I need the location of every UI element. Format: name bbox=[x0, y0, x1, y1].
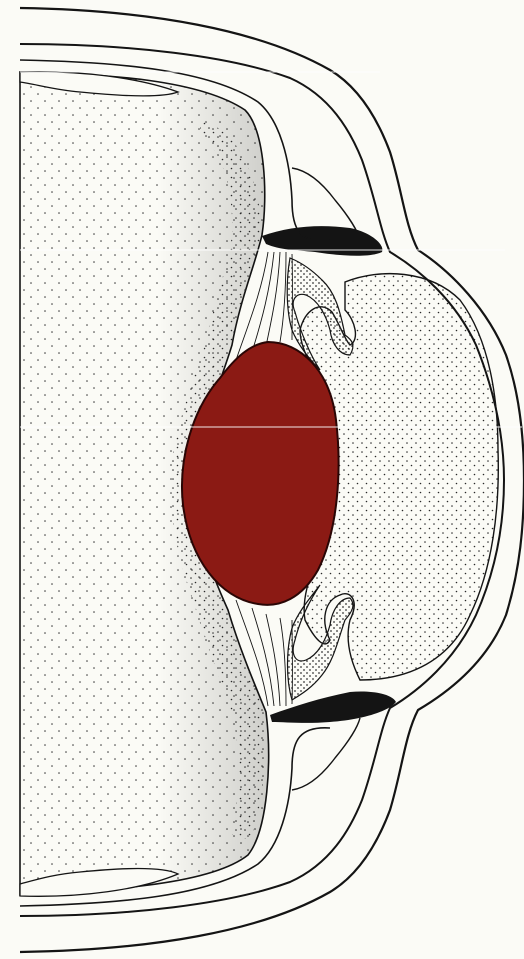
eye-cross-section-diagram bbox=[0, 0, 524, 959]
eye-diagram-svg bbox=[0, 0, 524, 959]
